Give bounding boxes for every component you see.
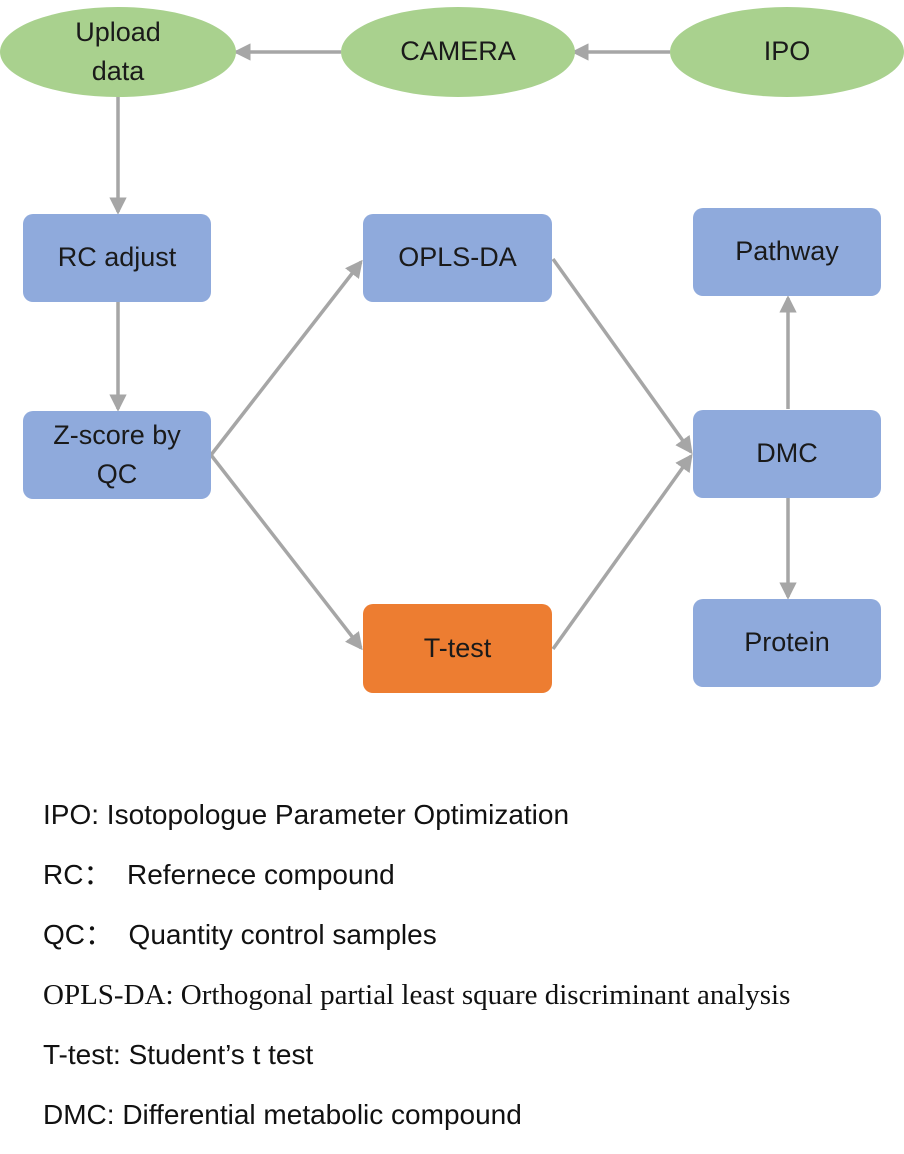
upload-data-node: Upload data	[0, 7, 236, 97]
workflow-diagram: Upload data CAMERA IPO RC adjust Z-score…	[0, 7, 904, 693]
protein-label: Protein	[744, 627, 830, 658]
camera-label: CAMERA	[400, 36, 516, 67]
ttest-label: T-test	[423, 632, 492, 663]
rc-adjust-node: RC adjust	[23, 214, 211, 302]
protein-node: Protein	[693, 599, 881, 687]
dmc-label: DMC	[756, 438, 818, 469]
legend-dmc: DMC: Differential metabolic compound	[43, 1099, 522, 1130]
arrow-zscore-to-oplsda	[209, 259, 363, 457]
connector-arrows	[109, 43, 797, 651]
legend-ipo: IPO: Isotopologue Parameter Optimization	[43, 799, 570, 830]
pathway-node: Pathway	[693, 208, 881, 296]
camera-node: CAMERA	[341, 7, 575, 97]
abbreviation-legend: IPO: Isotopologue Parameter Optimization…	[43, 793, 898, 1153]
ipo-node: IPO	[670, 7, 904, 97]
arrow-oplsda-to-dmc	[551, 257, 693, 455]
ttest-node: T-test	[363, 604, 552, 693]
legend-ttest: T-test: Student’s t test	[43, 1039, 314, 1070]
upload-data-label: Upload data	[75, 16, 161, 86]
oplsda-node: OPLS-DA	[363, 214, 552, 302]
legend-qc: QC： Quantity control samples	[43, 919, 437, 950]
oplsda-label: OPLS-DA	[398, 242, 517, 273]
zscore-label: Z-score by QC	[53, 419, 181, 489]
dmc-node: DMC	[693, 410, 881, 498]
arrow-ttest-to-dmc	[551, 453, 693, 651]
ipo-label: IPO	[763, 36, 811, 67]
zscore-node: Z-score by QC	[23, 411, 211, 499]
pathway-label: Pathway	[735, 236, 839, 267]
legend-rc: RC： Refernece compound	[43, 859, 395, 890]
rc-adjust-label: RC adjust	[57, 242, 177, 273]
arrow-zscore-to-ttest	[209, 453, 363, 651]
legend-oplsda: OPLS-DA: Orthogonal partial least square…	[43, 979, 791, 1011]
